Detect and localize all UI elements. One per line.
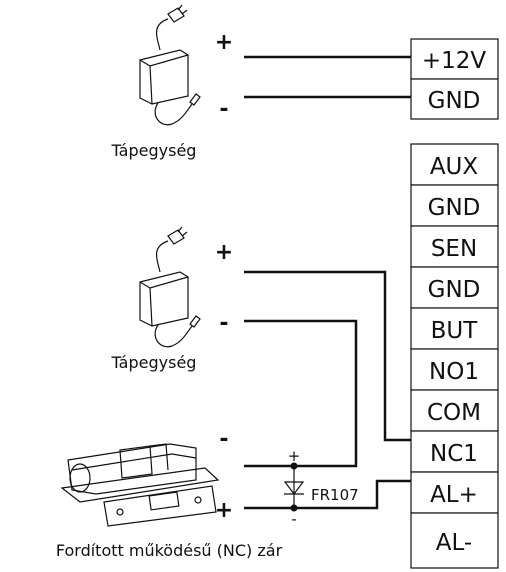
terminal-cell-gnd-2	[410, 266, 499, 309]
terminal-cell-nc1	[410, 430, 499, 473]
supply-2-label: Tápegység	[111, 353, 197, 372]
terminal-label-gnd-1: GND	[428, 195, 481, 221]
power-adapter-1-icon	[139, 4, 201, 126]
terminal-label-al-plus: AL+	[430, 482, 478, 508]
terminal-cell-aux	[410, 143, 499, 186]
terminal-label-com: COM	[427, 400, 481, 426]
terminal-cell-gnd-1	[410, 184, 499, 227]
terminal-label-sen: SEN	[431, 236, 477, 262]
supply-1-label: Tápegység	[111, 141, 197, 160]
terminal-label-gnd-2: GND	[428, 277, 481, 303]
terminal-label-al-minus: AL-	[436, 530, 472, 556]
diode-plus-sign: +	[288, 447, 301, 465]
terminal-label-nc1: NC1	[430, 441, 478, 467]
wire-psu2-plus-com	[244, 270, 411, 442]
electric-lock-icon	[60, 443, 220, 527]
supply-2-plus-sign: +	[215, 240, 233, 265]
wire-psu2-minus-lock	[244, 319, 358, 468]
diode: + - FR107	[283, 447, 359, 528]
supply-1-plus-sign: +	[215, 30, 233, 55]
lock-plus-sign: +	[215, 498, 233, 523]
terminal-cell-al-plus	[410, 471, 499, 514]
terminal-cell-no1	[410, 348, 499, 391]
terminal-cell-gnd	[410, 78, 499, 120]
lock-minus-sign: -	[219, 427, 228, 452]
supply-1-minus-sign: -	[219, 97, 228, 122]
terminal-block-power: +12V GND	[410, 38, 499, 120]
wires	[244, 55, 411, 510]
terminal-label-12v: +12V	[422, 48, 487, 74]
terminal-label-aux: AUX	[430, 154, 479, 180]
diode-minus-sign: -	[291, 510, 296, 528]
power-adapter-2-icon	[139, 226, 201, 348]
terminal-cell-12v	[410, 38, 499, 80]
terminal-label-but: BUT	[431, 318, 479, 344]
terminal-block-io: AUX GND SEN GND BUT NO1 COM NC1 AL+ AL-	[410, 143, 499, 569]
nc-lock: - + Fordított működésű (NC) zár	[56, 427, 283, 560]
terminal-label-gnd: GND	[428, 88, 481, 114]
power-supply-2: + - Tápegység	[111, 226, 233, 372]
lock-label: Fordított működésű (NC) zár	[56, 541, 283, 560]
wire-nc1-lock-plus	[244, 479, 411, 510]
power-supply-1: + - Tápegység	[111, 4, 233, 160]
terminal-label-no1: NO1	[429, 359, 479, 385]
terminal-cell-al-minus	[410, 512, 499, 569]
supply-2-minus-sign: -	[219, 311, 228, 336]
diode-label: FR107	[311, 486, 359, 504]
